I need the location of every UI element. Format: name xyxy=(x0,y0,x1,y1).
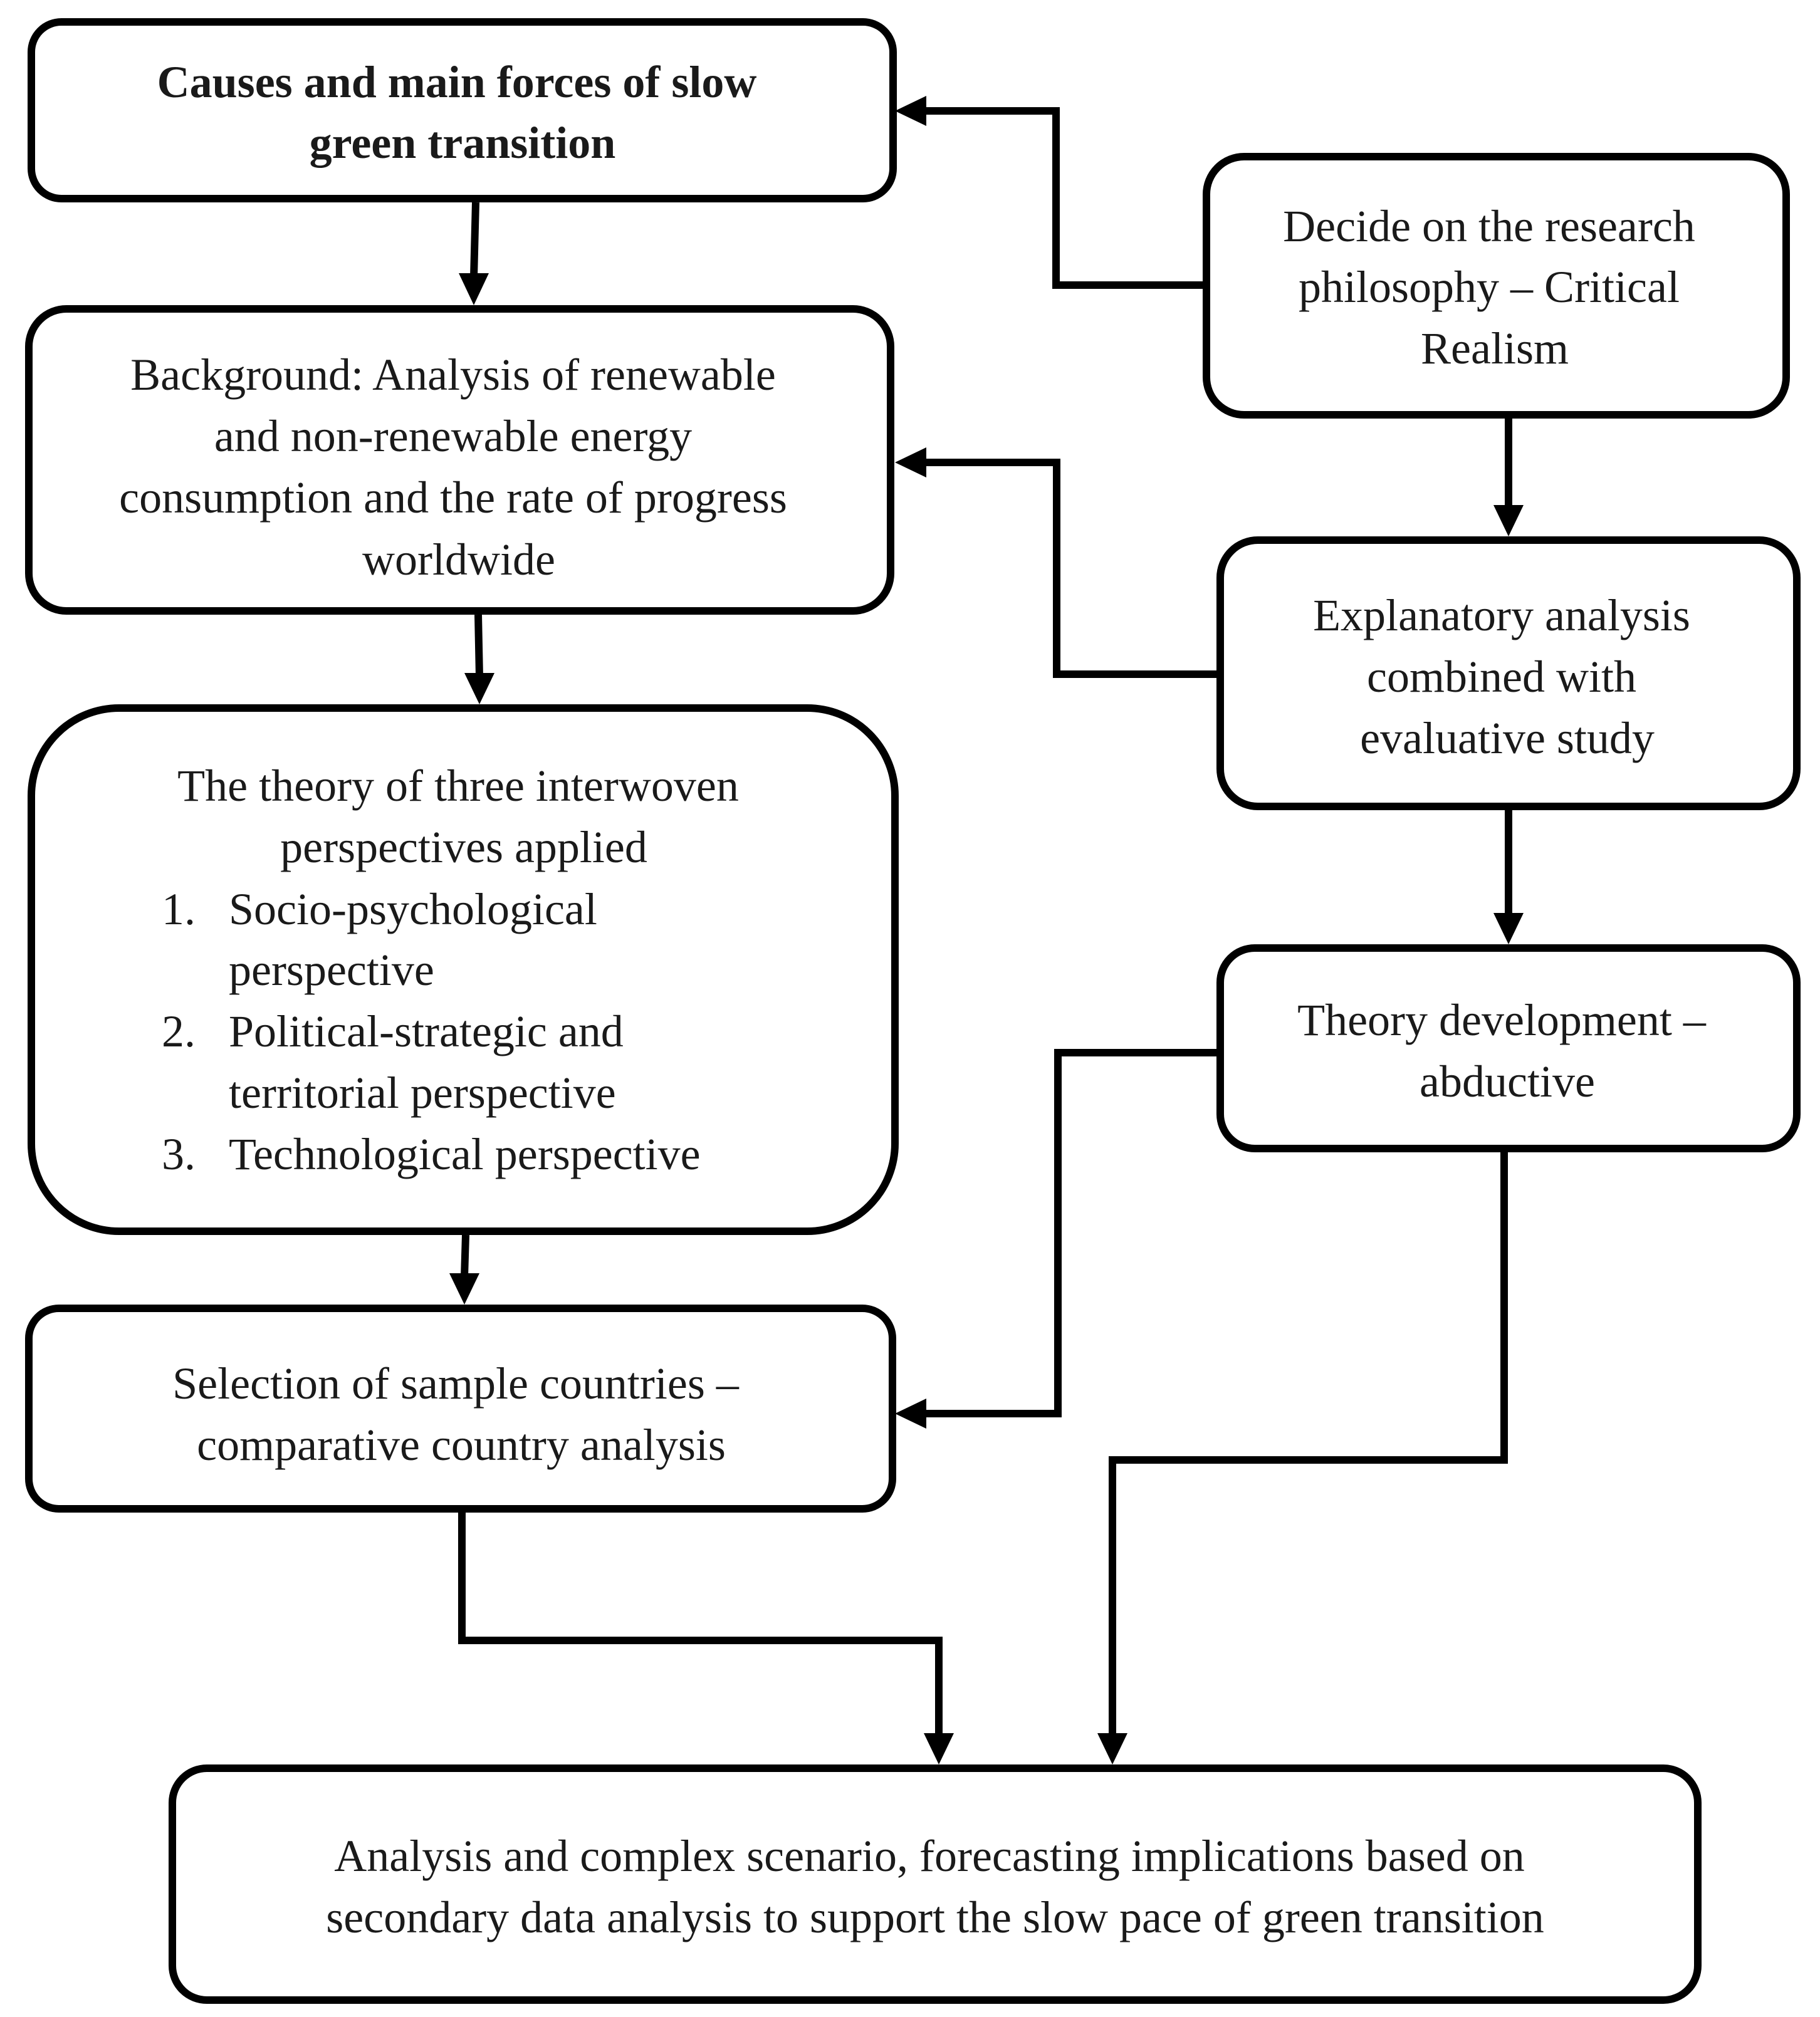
theory-perspectives-heading: The theory of three interwoven perspecti… xyxy=(177,761,750,872)
theory-perspectives-line-2: perspectives applied xyxy=(280,822,647,872)
arrow-selection-to-analysis xyxy=(458,1513,954,1764)
explanatory-box-text: Explanatory analysis combined with evalu… xyxy=(1313,590,1702,763)
connector-line xyxy=(461,1234,469,1278)
connector-line xyxy=(921,107,1206,289)
arrowhead-down xyxy=(1493,505,1524,536)
theory-perspectives-box: The theory of three interwoven perspecti… xyxy=(28,704,899,1235)
arrowhead-left xyxy=(895,96,926,126)
arrowhead-down xyxy=(459,273,489,305)
arrowhead-down xyxy=(1097,1733,1127,1764)
arrowhead-left xyxy=(895,447,926,477)
selection-box: Selection of sample countries – comparat… xyxy=(25,1305,896,1513)
theory-development-box: Theory development – abductive xyxy=(1216,944,1801,1152)
analysis-line-1: Analysis and complex scenario, forecasti… xyxy=(334,1831,1525,1881)
background-line-1: Background: Analysis of renewable xyxy=(130,350,776,400)
philosophy-box: Decide on the research philosophy – Crit… xyxy=(1203,153,1790,419)
selection-line-1: Selection of sample countries – xyxy=(172,1358,740,1409)
arrowhead-down xyxy=(464,673,494,704)
connector-line xyxy=(458,1513,943,1737)
philosophy-box-text: Decide on the research philosophy – Crit… xyxy=(1283,201,1707,373)
philosophy-line-1: Decide on the research xyxy=(1283,201,1695,251)
theory-perspectives-line-1: The theory of three interwoven xyxy=(177,761,739,811)
list-item-3-line-1: Technological perspective xyxy=(229,1129,701,1179)
list-number-1: 1. xyxy=(162,884,196,934)
causes-box-frame xyxy=(28,18,897,202)
arrow-philosophy-to-causes xyxy=(895,96,1206,289)
arrow-philosophy-to-explanatory xyxy=(1493,411,1524,536)
causes-line-1: Causes and main forces of slow xyxy=(157,57,757,107)
philosophy-line-3: Realism xyxy=(1421,323,1569,373)
theory-development-line-2: abductive xyxy=(1420,1056,1595,1107)
perspective-list-item-2: 2. Political-strategic and territorial p… xyxy=(162,1006,635,1118)
explanatory-line-3: evaluative study xyxy=(1360,713,1655,763)
list-item-2-line-2: territorial perspective xyxy=(229,1068,616,1118)
arrow-theory-development-to-selection xyxy=(895,1049,1220,1429)
causes-box-text: Causes and main forces of slow green tra… xyxy=(157,57,768,168)
selection-box-text: Selection of sample countries – comparat… xyxy=(172,1358,750,1470)
causes-box: Causes and main forces of slow green tra… xyxy=(28,18,897,202)
connector-line xyxy=(1109,1152,1508,1737)
analysis-box-text: Analysis and complex scenario, forecasti… xyxy=(326,1831,1544,1942)
explanatory-line-2: combined with xyxy=(1367,652,1636,702)
background-line-2: and non-renewable energy xyxy=(214,411,692,461)
perspective-list-item-3: 3. Technological perspective xyxy=(162,1129,701,1179)
arrowhead-down xyxy=(1493,913,1524,944)
analysis-box-frame xyxy=(169,1764,1702,2004)
arrowhead-left xyxy=(895,1399,926,1429)
explanatory-box: Explanatory analysis combined with evalu… xyxy=(1216,536,1801,810)
arrowhead-down xyxy=(924,1733,954,1764)
arrow-theory-development-to-analysis xyxy=(1097,1152,1508,1764)
connector-line xyxy=(470,202,479,278)
arrow-explanatory-to-background xyxy=(895,447,1220,678)
analysis-box: Analysis and complex scenario, forecasti… xyxy=(169,1764,1702,2004)
connector-line xyxy=(921,1049,1220,1417)
explanatory-line-1: Explanatory analysis xyxy=(1313,590,1690,640)
background-box: Background: Analysis of renewable and no… xyxy=(25,305,894,615)
background-box-frame xyxy=(25,305,894,615)
theory-perspectives-box-frame xyxy=(28,704,899,1235)
connector-line xyxy=(474,614,483,677)
background-line-4: worldwide xyxy=(362,534,555,585)
selection-line-2: comparative country analysis xyxy=(197,1420,726,1470)
list-number-3: 3. xyxy=(162,1129,196,1179)
arrow-background-to-theory xyxy=(464,614,494,704)
arrow-causes-to-background xyxy=(459,202,489,305)
theory-development-box-frame xyxy=(1216,944,1801,1152)
list-item-1-line-2: perspective xyxy=(229,945,434,995)
list-item-1-line-1: Socio-psychological xyxy=(229,884,597,934)
arrow-theory-to-selection xyxy=(449,1234,479,1305)
analysis-line-2: secondary data analysis to support the s… xyxy=(326,1892,1544,1942)
perspective-list-item-1: 1. Socio-psychological perspective xyxy=(162,884,609,995)
background-line-3: consumption and the rate of progress xyxy=(119,472,787,523)
theory-development-box-text: Theory development – abductive xyxy=(1297,995,1717,1107)
connector-line xyxy=(921,459,1220,678)
arrow-explanatory-to-theory-development xyxy=(1493,810,1524,944)
list-item-2-line-1: Political-strategic and xyxy=(229,1006,624,1056)
theory-development-line-1: Theory development – xyxy=(1297,995,1707,1045)
list-number-2: 2. xyxy=(162,1006,196,1056)
selection-box-frame xyxy=(25,1305,896,1513)
arrowhead-down xyxy=(449,1273,479,1305)
philosophy-line-2: philosophy – Critical xyxy=(1299,262,1680,312)
background-box-text: Background: Analysis of renewable and no… xyxy=(119,350,798,585)
causes-line-2: green transition xyxy=(310,118,616,168)
